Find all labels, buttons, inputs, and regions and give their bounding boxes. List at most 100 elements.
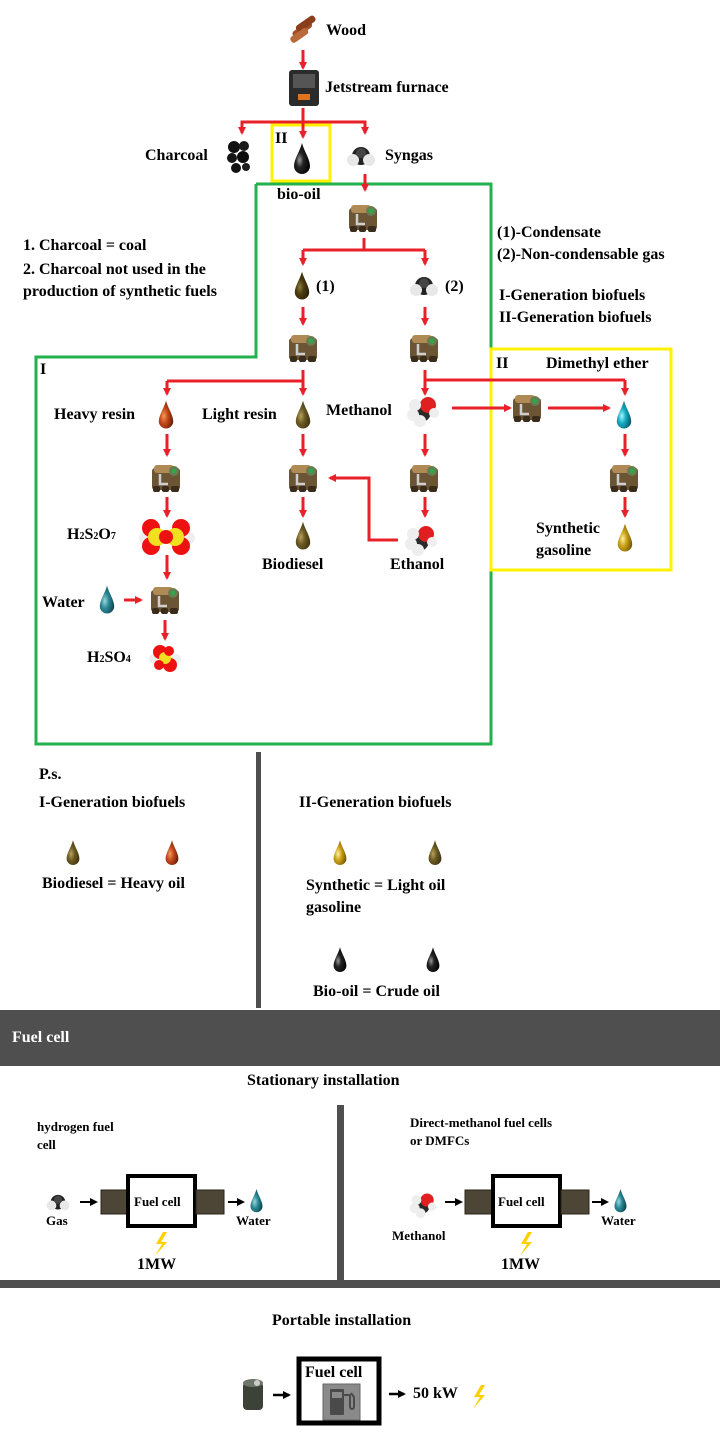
dmfc-power-label: 1MW (501, 1256, 541, 1273)
h2so4-label: H2SO4 (87, 649, 131, 666)
dmfc-power-bolt-icon (520, 1232, 532, 1256)
ps-title: P.s. (39, 766, 62, 783)
hydrogen-output-label: Water (236, 1213, 271, 1228)
h2so4-molecule-icon (149, 645, 181, 672)
wood-icon (290, 15, 316, 43)
ps-bio-oil-drop-icon (333, 947, 347, 972)
gen-i-marker: I (40, 361, 47, 378)
synthetic-gasoline-label-line2: gasoline (536, 542, 592, 559)
condensate-machine-icon (287, 333, 319, 364)
dmfc-input-pipe-icon (464, 1189, 494, 1215)
ps-light-oil-drop-icon (428, 840, 442, 865)
fuel-pump-icon (322, 1383, 361, 1421)
ps-synthetic-gasoline-drop-icon (333, 840, 347, 865)
ps-gen-ii-equation1-line2: gasoline (306, 899, 362, 916)
light-resin-drop-icon (295, 400, 311, 429)
dimethyl-ether-drop-icon (616, 400, 632, 429)
dmfc-diagram (409, 1174, 627, 1256)
ps-gen-i-equation: Biodiesel = Heavy oil (42, 875, 185, 892)
ps-gen-ii-heading: II-Generation biofuels (299, 794, 452, 811)
synthetic-gasoline-label-line1: Synthetic (536, 520, 600, 537)
condensate-marker: (1) (316, 278, 335, 295)
fuel-cell-banner-title: Fuel cell (12, 1029, 70, 1046)
gen-ii-dme-box (489, 347, 673, 572)
gen-ii-marker-bio-oil: II (275, 130, 288, 147)
note-charcoal-coal: 1. Charcoal = coal (23, 237, 147, 254)
legend-gen-ii: II-Generation biofuels (499, 309, 652, 326)
hydrogen-input-label: Gas (46, 1213, 68, 1228)
hydrogen-output-pipe-icon (195, 1189, 225, 1215)
hydrogen-power-bolt-icon (155, 1232, 167, 1256)
gen-ii-marker-dme: II (496, 355, 509, 372)
gas-marker: (2) (445, 278, 464, 295)
bio-oil-label: bio-oil (277, 186, 321, 203)
dmfc-input-label: Methanol (392, 1228, 446, 1243)
gas-molecule-icon (46, 1194, 70, 1211)
fuel-barrel-icon (243, 1379, 263, 1410)
dme-machine-icon (511, 393, 543, 424)
condensate-drop-icon (294, 271, 310, 300)
hydrogen-power-label: 1MW (137, 1256, 177, 1273)
charcoal-label: Charcoal (145, 147, 208, 164)
dmfc-fuel-cell-box (491, 1174, 562, 1228)
hydrogen-input-pipe-icon (100, 1189, 130, 1215)
dmfc-fuel-cell-box-label: Fuel cell (498, 1194, 545, 1209)
heavy-resin-machine-icon (150, 463, 182, 494)
methanol-molecule-icon (407, 397, 439, 427)
legend-non-condensable-gas: (2)-Non-condensable gas (497, 246, 665, 263)
bio-oil-drop-icon (294, 143, 310, 174)
biodiesel-drop-icon (295, 521, 311, 550)
heavy-resin-label: Heavy resin (54, 406, 136, 423)
h2s2o7-label: H2S2O7 (67, 526, 116, 543)
sulfuric-machine-icon (149, 585, 181, 616)
biodiesel-machine-icon (287, 463, 319, 494)
synthetic-gasoline-drop-icon (617, 523, 633, 552)
hydrogen-fuel-cell-box-label: Fuel cell (134, 1194, 181, 1209)
dmfc-water-drop-icon (614, 1189, 627, 1213)
portable-fuel-cell-box-label: Fuel cell (305, 1364, 363, 1381)
hydrogen-fuel-cell-box (126, 1174, 197, 1228)
portable-fuel-cell-diagram (243, 1356, 485, 1426)
jetstream-furnace-label: Jetstream furnace (325, 79, 449, 96)
h2s2o7-molecule-icon (139, 519, 195, 555)
light-resin-label: Light resin (202, 406, 277, 423)
biodiesel-label: Biodiesel (262, 556, 324, 573)
dmfc-title-line1: Direct-methanol fuel cells (410, 1115, 552, 1130)
legend-condensate: (1)-Condensate (497, 224, 601, 241)
dmfc-methanol-molecule-icon (409, 1193, 437, 1219)
stationary-installation-title: Stationary installation (247, 1072, 400, 1089)
ps-gen-ii-equation1-line1: Synthetic = Light oil (306, 877, 446, 894)
ps-gen-ii-equation2: Bio-oil = Crude oil (313, 983, 440, 1000)
portable-power-bolt-icon (473, 1385, 485, 1409)
flow-arrows (124, 50, 629, 641)
fuel-cell-banner: Fuel cell (0, 1010, 720, 1066)
portable-installation-title: Portable installation (272, 1312, 412, 1329)
hydrogen-fuel-cell-diagram (46, 1174, 263, 1256)
ps-gen-i-heading: I-Generation biofuels (39, 794, 186, 811)
gen-i-boundary (34, 182, 493, 746)
methanol-label: Methanol (326, 402, 392, 419)
wood-label: Wood (326, 22, 367, 39)
dimethyl-ether-label: Dimethyl ether (546, 355, 649, 372)
ps-divider (256, 752, 261, 1008)
gasoline-machine-icon (608, 463, 640, 494)
hydrogen-title-line2: cell (37, 1137, 56, 1152)
ps-biodiesel-drop-icon (66, 840, 80, 865)
dmfc-output-label: Water (601, 1213, 636, 1228)
pyrolysis-machine-icon (347, 203, 379, 234)
jetstream-furnace-icon (289, 70, 319, 106)
non-condensable-gas-icon (410, 277, 438, 296)
note-charcoal-unused: 2. Charcoal not used in the production o… (23, 261, 217, 300)
ethanol-label: Ethanol (390, 556, 445, 573)
water-drop-icon (99, 585, 115, 614)
hydrogen-title-line1: hydrogen fuel (37, 1119, 114, 1134)
ps-heavy-oil-drop-icon (165, 840, 179, 865)
syngas-molecule-icon (347, 147, 375, 166)
stationary-bottom-rule (0, 1280, 720, 1288)
dmfc-output-pipe-icon (560, 1189, 590, 1215)
heavy-resin-drop-icon (158, 400, 174, 429)
syngas-label: Syngas (385, 147, 434, 164)
dmfc-title-line2: or DMFCs (410, 1133, 470, 1148)
charcoal-icon (227, 141, 250, 173)
